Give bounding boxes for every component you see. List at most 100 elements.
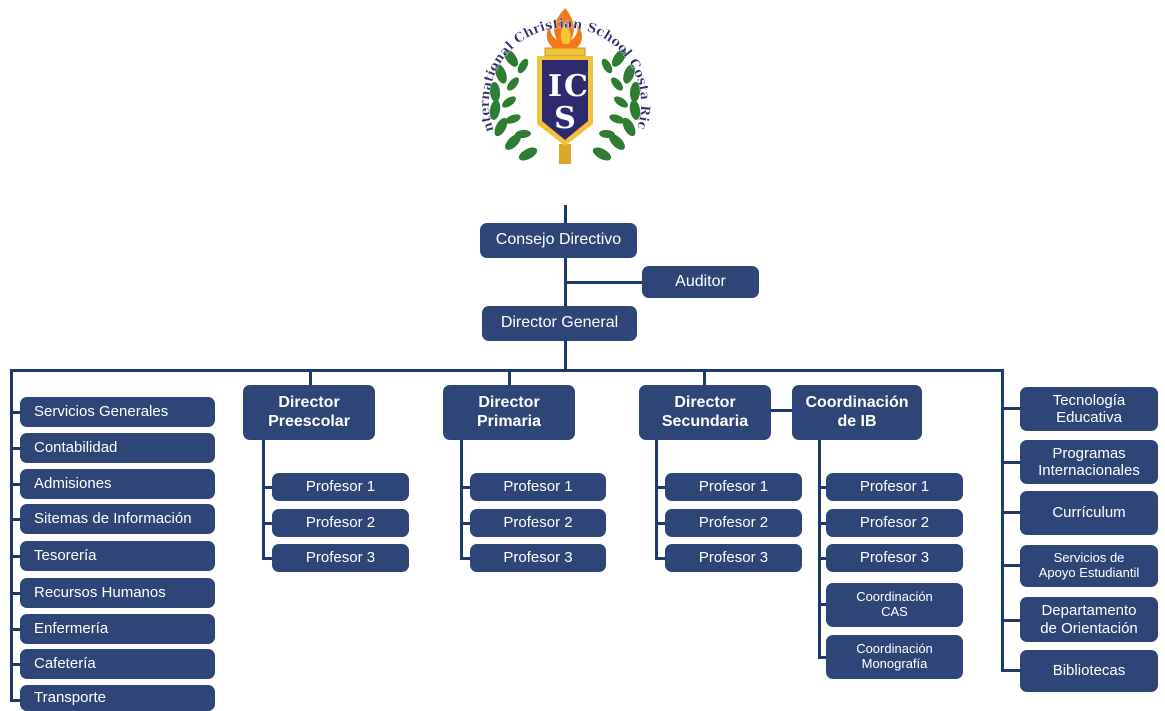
connector-prof-branch bbox=[818, 486, 828, 489]
bibliotecas-box: Bibliotecas bbox=[1020, 650, 1158, 692]
connector-left-branch bbox=[10, 699, 22, 702]
connector-prof-branch bbox=[460, 557, 472, 560]
connector-left-branch bbox=[10, 447, 22, 450]
director-secundaria-box: Director Secundaria bbox=[639, 385, 771, 440]
connector-main-horizontal bbox=[10, 369, 1004, 372]
consejo-directivo-box: Consejo Directivo bbox=[480, 223, 637, 258]
connector-left-branch bbox=[10, 411, 22, 414]
director-secundaria-line1: Director bbox=[674, 394, 736, 412]
torch-handle-icon bbox=[559, 144, 571, 164]
ib-profesor-3: Profesor 3 bbox=[826, 544, 963, 572]
connector-prof-branch bbox=[818, 603, 828, 606]
connector-prof-branch bbox=[262, 557, 274, 560]
secundaria-profesor-2: Profesor 2 bbox=[665, 509, 802, 537]
connector-secundaria bbox=[703, 369, 706, 388]
coordinacion-monografia-line1: Coordinación bbox=[856, 641, 933, 657]
dept-cafeteria: Cafetería bbox=[20, 649, 215, 679]
connector-left-branch bbox=[10, 518, 22, 521]
coordinacion-monografia-box: Coordinación Monografía bbox=[826, 635, 963, 679]
programas-internacionales-line1: Programas bbox=[1052, 444, 1126, 462]
dept-enfermeria: Enfermería bbox=[20, 614, 215, 644]
connector-auditor bbox=[564, 281, 644, 284]
preescolar-profesor-1: Profesor 1 bbox=[272, 473, 409, 501]
connector-prof-branch bbox=[262, 522, 274, 525]
secundaria-profesor-3: Profesor 3 bbox=[665, 544, 802, 572]
coordinacion-cas-box: Coordinación CAS bbox=[826, 583, 963, 627]
connector-prof-branch bbox=[460, 522, 472, 525]
connector-sec-ib bbox=[770, 409, 794, 412]
connector-prof-branch bbox=[655, 486, 667, 489]
connector-right-branch bbox=[1001, 669, 1021, 672]
connector-right-branch bbox=[1001, 407, 1021, 410]
coordinacion-ib-line2: de IB bbox=[837, 412, 877, 430]
logo-letter-s: S bbox=[554, 101, 576, 136]
director-primaria-box: Director Primaria bbox=[443, 385, 575, 440]
director-preescolar-line1: Director bbox=[278, 394, 340, 412]
connector-prof-branch bbox=[655, 522, 667, 525]
auditor-box: Auditor bbox=[642, 266, 759, 298]
connector-prof-branch bbox=[655, 557, 667, 560]
secundaria-profesor-1: Profesor 1 bbox=[665, 473, 802, 501]
connector-right-branch bbox=[1001, 461, 1021, 464]
connector-preescolar bbox=[309, 369, 312, 388]
connector-right-branch bbox=[1001, 564, 1021, 567]
connector-right-branch bbox=[1001, 619, 1021, 622]
connector-left-branch bbox=[10, 555, 22, 558]
connector-prof-branch bbox=[818, 656, 828, 659]
dept-contabilidad: Contabilidad bbox=[20, 433, 215, 463]
connector-left-vertical bbox=[10, 369, 13, 701]
school-logo: I C S International Christian School Cos… bbox=[471, 6, 652, 164]
connector-left-branch bbox=[10, 663, 22, 666]
dept-tesoreria: Tesorería bbox=[20, 541, 215, 571]
connector-left-branch bbox=[10, 628, 22, 631]
director-primaria-line1: Director bbox=[478, 394, 540, 412]
servicios-apoyo-box: Servicios de Apoyo Estudiantil bbox=[1020, 545, 1158, 587]
logo-letter-i: I bbox=[548, 69, 562, 104]
laurel-right-icon bbox=[592, 49, 641, 161]
connector-prof-branch bbox=[460, 486, 472, 489]
connector-primaria bbox=[508, 369, 511, 388]
tecnologia-educativa-box: Tecnología Educativa bbox=[1020, 387, 1158, 431]
connector-left-branch bbox=[10, 483, 22, 486]
connector-prof-branch bbox=[818, 522, 828, 525]
coordinacion-monografia-line2: Monografía bbox=[861, 656, 928, 671]
servicios-apoyo-line1: Servicios de bbox=[1053, 550, 1125, 566]
preescolar-profesor-3: Profesor 3 bbox=[272, 544, 409, 572]
primaria-profesor-1: Profesor 1 bbox=[470, 473, 606, 501]
curriculum-box: Currículum bbox=[1020, 491, 1158, 535]
director-preescolar-line2: Preescolar bbox=[268, 412, 350, 430]
connector-left-branch bbox=[10, 592, 22, 595]
director-secundaria-line2: Secundaria bbox=[661, 412, 749, 430]
departamento-orientacion-line2: de Orientación bbox=[1040, 619, 1138, 637]
connector-top-spine bbox=[564, 205, 567, 371]
dept-transporte: Transporte bbox=[20, 685, 215, 711]
departamento-orientacion-box: Departamento de Orientación bbox=[1020, 597, 1158, 642]
connector-right-branch bbox=[1001, 511, 1021, 514]
connector-primaria-sub bbox=[460, 438, 463, 560]
preescolar-profesor-2: Profesor 2 bbox=[272, 509, 409, 537]
ib-profesor-2: Profesor 2 bbox=[826, 509, 963, 537]
connector-preescolar-sub bbox=[262, 438, 265, 560]
servicios-apoyo-line2: Apoyo Estudiantil bbox=[1038, 565, 1140, 580]
connector-secundaria-sub bbox=[655, 438, 658, 560]
coordinacion-cas-line1: Coordinación bbox=[856, 589, 933, 605]
dept-sistemas-informacion: Sitemas de Información bbox=[20, 504, 215, 534]
laurel-left-icon bbox=[489, 49, 538, 161]
primaria-profesor-2: Profesor 2 bbox=[470, 509, 606, 537]
connector-prof-branch bbox=[818, 557, 828, 560]
dept-admisiones: Admisiones bbox=[20, 469, 215, 499]
ib-profesor-1: Profesor 1 bbox=[826, 473, 963, 501]
coordinacion-ib-line1: Coordinación bbox=[805, 394, 909, 412]
dept-servicios-generales: Servicios Generales bbox=[20, 397, 215, 427]
dept-recursos-humanos: Recursos Humanos bbox=[20, 578, 215, 608]
departamento-orientacion-line1: Departamento bbox=[1041, 602, 1137, 620]
programas-internacionales-box: Programas Internacionales bbox=[1020, 440, 1158, 484]
coordinacion-ib-box: Coordinación de IB bbox=[792, 385, 922, 440]
coordinacion-cas-line2: CAS bbox=[881, 604, 908, 619]
curriculum-label: Currículum bbox=[1052, 504, 1126, 522]
director-general-box: Director General bbox=[482, 306, 637, 341]
logo-letter-c: C bbox=[564, 69, 588, 104]
bibliotecas-label: Bibliotecas bbox=[1052, 662, 1126, 680]
connector-right-vertical bbox=[1001, 369, 1004, 672]
director-primaria-line2: Primaria bbox=[476, 412, 542, 430]
